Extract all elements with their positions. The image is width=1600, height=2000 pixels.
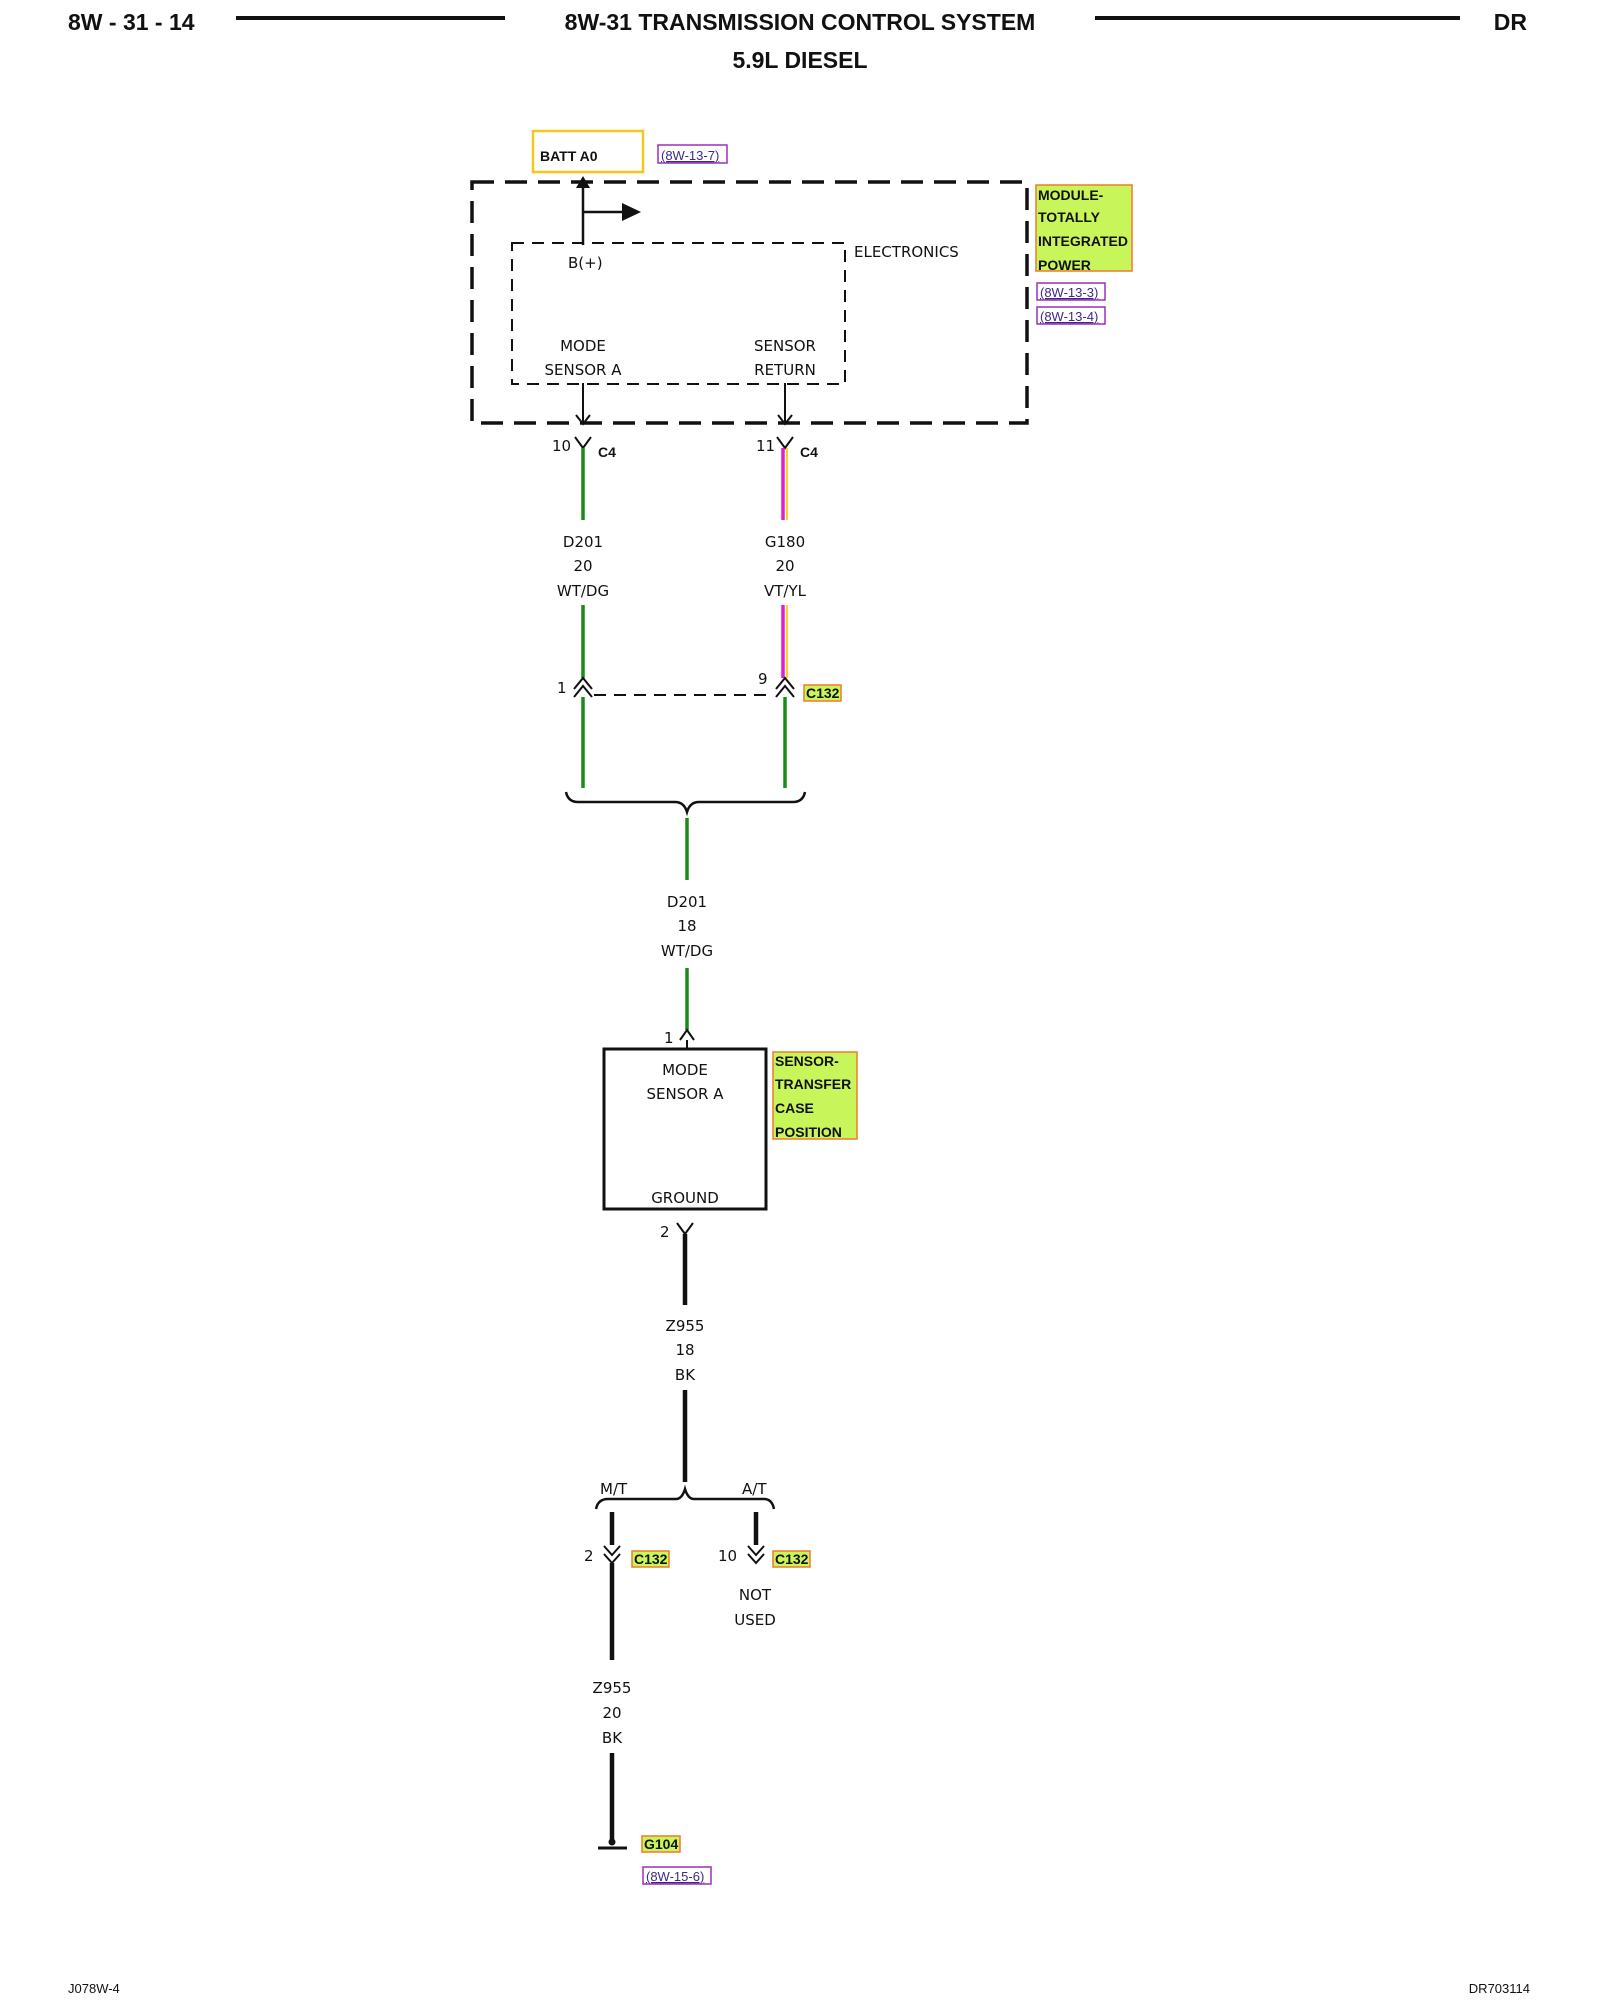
tipm-mode-sensor-line-2: SENSOR A: [545, 361, 623, 379]
page-number: 8W - 31 - 14: [68, 9, 195, 35]
wire-z955-20-color: BK: [602, 1729, 623, 1747]
wire-d201-20-color: WT/DG: [557, 582, 609, 600]
wire-g180-20-gauge: 20: [775, 557, 794, 575]
c132-right-name: C132: [806, 685, 840, 701]
tipm-pin-arrow-left: [575, 414, 591, 426]
tcps-name-highlight: [772, 1051, 858, 1140]
c132-mt-highlight: [631, 1550, 670, 1568]
sensor-pin2-label: 2: [660, 1223, 670, 1241]
at-label: A/T: [742, 1480, 767, 1498]
not-used-line-1: NOT: [739, 1586, 772, 1604]
ground-name: G104: [644, 1836, 678, 1852]
wire-z955-20-circuit: Z955: [593, 1679, 632, 1697]
splice-brace: [564, 791, 807, 817]
ground-ref-box[interactable]: [642, 1866, 712, 1885]
tipm-mode-sensor-line-1: MODE: [560, 337, 606, 355]
tipm-name-line-1: MODULE-: [1038, 187, 1104, 203]
c4-left-connector: [574, 436, 592, 450]
sensor-pin1-label: 1: [664, 1029, 674, 1047]
tipm-sensor-return-line-1: SENSOR: [754, 337, 816, 355]
tipm-ref-link-1[interactable]: (8W-13-3): [1040, 285, 1098, 300]
tcps-name-line-2: TRANSFER: [775, 1076, 851, 1092]
ground-name-highlight: [641, 1835, 681, 1853]
c132-mt-name: C132: [634, 1551, 668, 1567]
tipm-name-line-4: POWER: [1038, 257, 1091, 273]
tipm-ref-box-1[interactable]: [1036, 282, 1106, 301]
electronics-label: ELECTRONICS: [854, 243, 959, 261]
c132-right-connector-bottom: [775, 684, 795, 698]
sensor-pin2-connector: [676, 1222, 694, 1236]
c4-right-connector: [776, 436, 794, 450]
batt-label: BATT A0: [540, 148, 598, 164]
tipm-name-line-2: TOTALLY: [1038, 209, 1101, 225]
page-subtitle: 5.9L DIESEL: [732, 47, 867, 73]
wire-z955-18-color: BK: [675, 1366, 696, 1384]
wire-d201-18-gauge: 18: [677, 917, 696, 935]
tcps-name-line-3: CASE: [775, 1100, 814, 1116]
c132-mt-connector-top: [603, 1545, 621, 1557]
electronics-box: [511, 242, 846, 385]
c132-at-connector-top: [747, 1545, 765, 1557]
wire-g180-20-color: VT/YL: [764, 582, 807, 600]
tcps-sensor-box: [602, 1047, 768, 1211]
c132-left-connector-top: [573, 676, 593, 690]
footer-left-code: J078W-4: [68, 1981, 120, 1996]
c132-left-connector-bottom: [573, 684, 593, 698]
batt-ref-box[interactable]: [657, 144, 728, 164]
tcps-name-line-4: POSITION: [775, 1124, 842, 1140]
wire-d201-20-circuit: D201: [563, 533, 603, 551]
c132-at-connector-bottom: [747, 1553, 765, 1565]
tipm-pin-arrow-right: [777, 414, 793, 426]
page-title: 8W-31 TRANSMISSION CONTROL SYSTEM: [565, 9, 1036, 35]
tipm-ref-link-2[interactable]: (8W-13-4): [1040, 309, 1098, 324]
tcps-mode-line-2: SENSOR A: [647, 1085, 725, 1103]
wire-d201-18-circuit: D201: [667, 893, 707, 911]
bplus-arrow-up: [576, 176, 590, 188]
tcps-ground-label: GROUND: [651, 1189, 719, 1207]
c132-at-name: C132: [775, 1551, 809, 1567]
tcps-name-line-1: SENSOR-: [775, 1053, 839, 1069]
wire-d201-18-color: WT/DG: [661, 942, 713, 960]
wire-d201-20-gauge: 20: [573, 557, 592, 575]
sensor-pin1-connector: [679, 1028, 695, 1041]
c4-left-name: C4: [598, 444, 616, 460]
ground-junction-dot: [608, 1838, 616, 1846]
wire-g180-20-circuit: G180: [765, 533, 805, 551]
ground-ref-link[interactable]: (8W-15-6): [646, 1869, 704, 1884]
tipm-module-box: [470, 180, 1029, 425]
batt-box: [531, 129, 645, 174]
not-used-line-2: USED: [734, 1611, 776, 1629]
c4-right-name: C4: [800, 444, 818, 460]
c132-at-highlight: [772, 1550, 811, 1568]
batt-ref-link[interactable]: (8W-13-7): [661, 148, 719, 163]
bplus-arrow-right: [622, 203, 641, 221]
c132-right-connector-top: [775, 676, 795, 690]
tipm-name-line-3: INTEGRATED: [1038, 233, 1128, 249]
c132-at-pin: 10: [718, 1547, 737, 1565]
footer-right-code: DR703114: [1469, 1981, 1530, 1996]
c132-left-pin: 1: [557, 679, 567, 697]
tipm-sensor-return-line-2: RETURN: [754, 361, 816, 379]
c132-right-pin: 9: [758, 670, 768, 688]
section-code: DR: [1494, 9, 1528, 35]
tipm-ref-box-2[interactable]: [1036, 306, 1106, 325]
wire-z955-20-gauge: 20: [602, 1704, 621, 1722]
tcps-mode-line-1: MODE: [662, 1061, 708, 1079]
c4-right-pin: 11: [756, 437, 775, 455]
bplus-label: B(+): [568, 254, 603, 272]
wire-z955-18-gauge: 18: [675, 1341, 694, 1359]
wire-z955-18-circuit: Z955: [666, 1317, 705, 1335]
tipm-name-highlight: [1035, 184, 1133, 272]
mt-label: M/T: [600, 1480, 628, 1498]
c132-mt-pin: 2: [584, 1547, 594, 1565]
c4-left-pin: 10: [552, 437, 571, 455]
c132-right-highlight: [803, 684, 842, 702]
mt-at-branch-brace: [594, 1484, 776, 1510]
